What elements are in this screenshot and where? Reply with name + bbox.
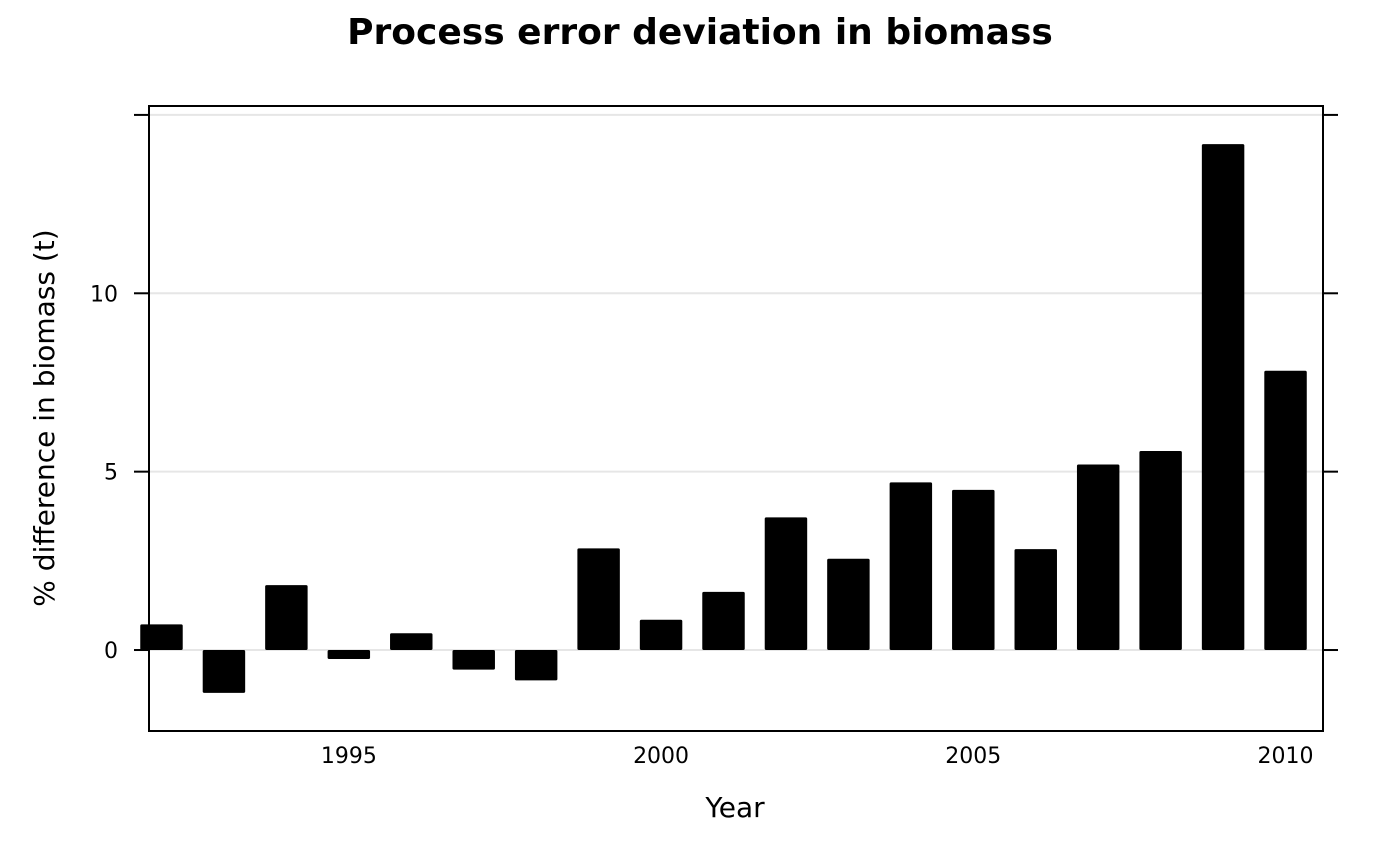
bar	[202, 650, 246, 693]
bar	[265, 585, 308, 651]
bar	[390, 633, 433, 651]
bar	[452, 650, 495, 670]
bar	[952, 489, 995, 651]
bar	[1139, 450, 1182, 651]
bar	[639, 619, 683, 651]
y-tick-label: 0	[104, 639, 118, 664]
y-axis: 0 5 10	[90, 113, 1338, 664]
bar	[577, 548, 620, 651]
bar	[514, 650, 558, 681]
bar	[1014, 549, 1057, 651]
plot-frame	[148, 105, 1324, 732]
bar	[1264, 370, 1307, 651]
x-axis: 1995 2000 2005 2010	[321, 744, 1314, 769]
bar	[889, 482, 933, 651]
y-tick-label: 5	[104, 461, 118, 486]
bar	[827, 558, 870, 651]
bar	[1201, 144, 1245, 651]
x-tick-label: 1995	[321, 744, 377, 769]
x-tick-label: 2005	[945, 744, 1001, 769]
bar	[327, 650, 371, 659]
bar	[1076, 464, 1120, 651]
bars	[140, 144, 1307, 693]
bar	[140, 624, 183, 651]
x-axis-label: Year	[704, 791, 765, 824]
bar	[702, 591, 745, 651]
x-tick-label: 2000	[633, 744, 689, 769]
chart-title: Process error deviation in biomass	[347, 12, 1053, 53]
y-tick-label: 10	[90, 282, 118, 307]
x-tick-label: 2010	[1258, 744, 1314, 769]
bar	[764, 517, 808, 651]
y-axis-label: % difference in biomass (t)	[28, 229, 61, 606]
